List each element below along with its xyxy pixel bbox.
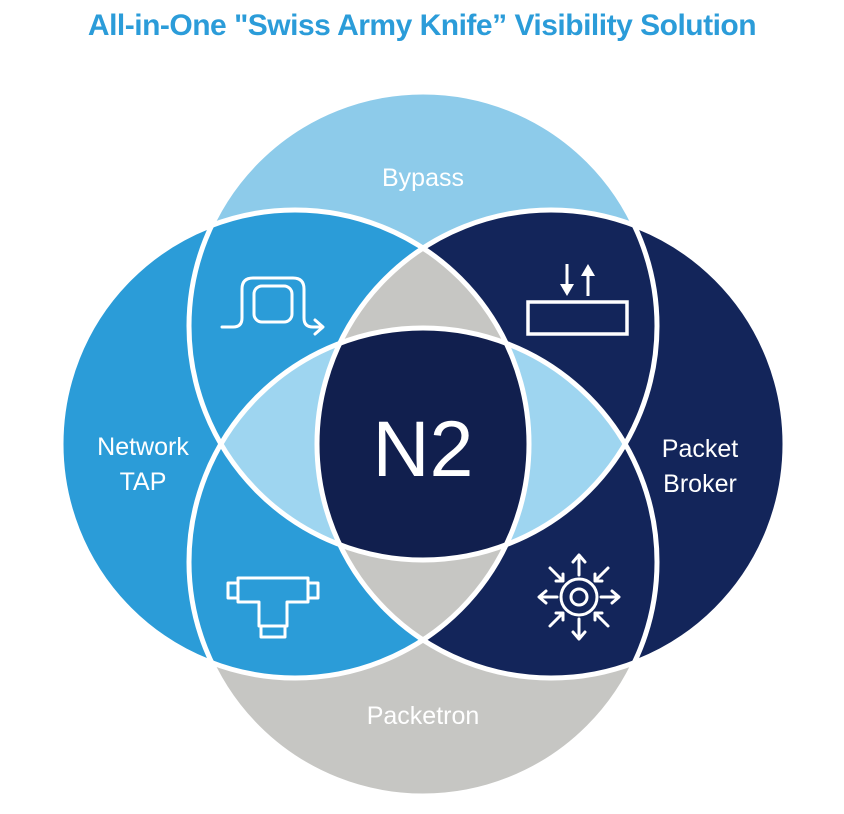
outline-packet-broker <box>314 207 788 681</box>
label-bypass: Bypass <box>382 164 464 192</box>
label-packet: Packet <box>662 435 738 463</box>
label-broker: Broker <box>663 470 737 498</box>
outline-network-tap <box>58 207 532 681</box>
label-packetron: Packetron <box>367 702 480 730</box>
venn-outlines <box>58 89 788 799</box>
label-network: Network <box>97 433 189 461</box>
overlap-horizontal-lens <box>189 328 657 560</box>
tap-tee-icon <box>226 576 320 639</box>
bypass-flow-icon <box>220 276 325 336</box>
center-label-n2: N2 <box>373 404 474 493</box>
inline-appliance-icon <box>526 264 629 336</box>
venn-labels: Bypass Network TAP Packet Broker Packetr… <box>97 164 738 730</box>
page-title: All-in-One "Swiss Army Knife” Visibility… <box>87 9 757 42</box>
aggregate-distribute-icon <box>537 553 621 641</box>
outline-packetron <box>186 325 660 799</box>
outline-bypass <box>186 89 660 563</box>
label-tap: TAP <box>120 468 167 496</box>
